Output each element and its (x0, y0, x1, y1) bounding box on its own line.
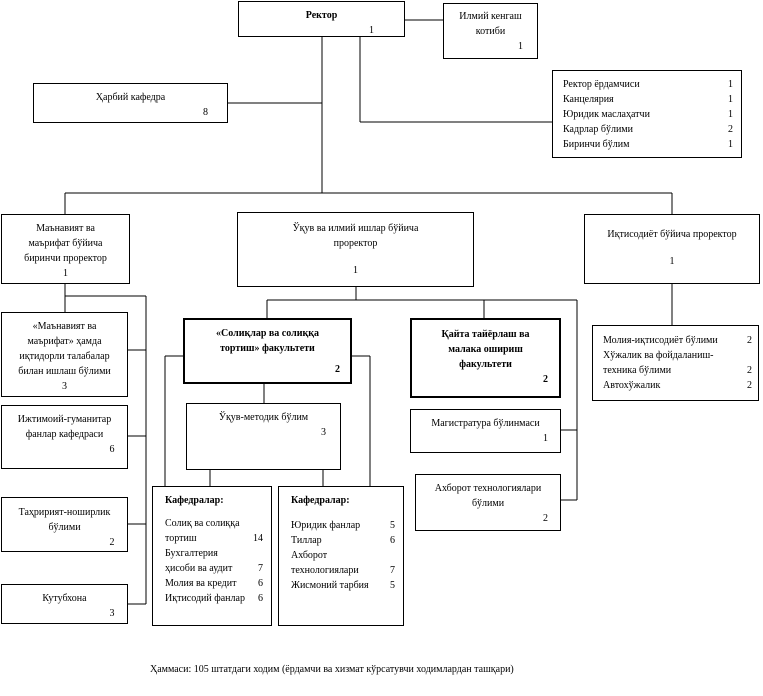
academic-line-1: Ўқув ва илмий ишлар бўйича (292, 223, 419, 234)
tax-faculty-box: «Солиқлар ва солиққа тортиш» факультети … (183, 318, 352, 384)
retraining-faculty-box: Қайта тайёрлаш ва малака ошириш факульте… (410, 318, 561, 398)
editorial-count: 2 (109, 537, 115, 548)
finance-row: Хўжалик ва фойдаланиш- (603, 350, 714, 361)
it-department-box: Ахборот технологиялари бўлими 2 (415, 474, 561, 531)
it-dept-line-2: бўлими (471, 498, 505, 509)
retrain-faculty-count: 2 (543, 374, 548, 385)
humanities-department-box: Ижтимоий-гуманитар фанлар кафедраси 6 (1, 405, 128, 469)
council-line-2: котиби (475, 26, 506, 37)
spiritual-count: 1 (63, 268, 68, 279)
academic-prorector-box: Ўқув ва илмий ишлар бўйича проректор 1 (237, 212, 474, 287)
it-dept-line-1: Ахборот технологиялари (434, 483, 542, 494)
methodic-title: Ўқув-методик бўлим (218, 412, 309, 423)
talent-line-1: «Маънавият ва (32, 321, 97, 332)
it-dept-count: 2 (543, 513, 548, 524)
library-box: Кутубхона 3 (1, 584, 128, 624)
military-department-box: Ҳарбий кафедра 8 (33, 83, 228, 123)
talent-line-2: маърифат» ҳамда (27, 336, 102, 347)
spiritual-line-1: Маънавият ва (36, 223, 95, 234)
spiritual-line-3: биринчи проректор (24, 253, 107, 264)
editorial-department-box: Таҳририят-ноширлик бўлими 2 (1, 497, 128, 552)
military-count: 8 (203, 107, 208, 118)
talent-department-box: «Маънавият ва маърифат» ҳамда иқтидорли … (1, 312, 128, 397)
departments-left-heading: Кафедралар: (165, 495, 224, 506)
retrain-faculty-line-1: Қайта тайёрлаш ва (441, 329, 530, 340)
talent-count: 3 (62, 381, 67, 392)
editorial-line-1: Таҳририят-ноширлик (18, 507, 111, 518)
department-row: Солиқ ва солиққа (165, 518, 240, 529)
rector-box: Ректор 1 (238, 1, 405, 37)
department-row: Бухгалтерия (165, 548, 218, 559)
economic-prorector-box: Иқтисодиёт бўйича проректор 1 (584, 214, 760, 284)
retrain-faculty-line-3: факультети (459, 359, 512, 370)
methodic-department-box: Ўқув-методик бўлим 3 (186, 403, 341, 470)
academic-line-2: проректор (333, 238, 378, 249)
retrain-faculty-line-2: малака ошириш (448, 344, 523, 355)
tax-faculty-line-2: тортиш» факультети (220, 343, 315, 354)
magistracy-title: Магистратура бўлинмаси (431, 418, 540, 429)
rector-title: Ректор (305, 10, 338, 21)
spiritual-prorector-box: Маънавият ва маърифат бўйича биринчи про… (1, 214, 130, 284)
council-secretary-box: Илмий кенгаш котиби 1 (443, 3, 538, 59)
academic-count: 1 (353, 265, 358, 276)
economic-line-1: Иқтисодиёт бўйича проректор (607, 229, 737, 240)
editorial-line-2: бўлими (48, 522, 81, 533)
tax-faculty-count: 2 (335, 364, 340, 375)
economic-count: 1 (669, 256, 675, 267)
council-line-1: Илмий кенгаш (459, 11, 522, 22)
staff-total-footer: Ҳаммаси: 105 штатдаги ходим (ёрдамчи ва … (150, 664, 514, 675)
talent-line-3: иқтидорли талабалар (19, 351, 110, 362)
military-title: Ҳарбий кафедра (95, 92, 166, 103)
departments-right-heading: Кафедралар: (291, 495, 350, 506)
talent-line-4: билан ишлаш бўлими (18, 366, 111, 377)
council-count: 1 (518, 41, 523, 52)
humanities-line-1: Ижтимоий-гуманитар (17, 414, 112, 425)
library-title: Кутубхона (42, 593, 87, 604)
spiritual-line-2: маърифат бўйича (28, 238, 103, 249)
rector-count: 1 (369, 25, 374, 36)
humanities-line-2: фанлар кафедраси (25, 429, 104, 440)
humanities-count: 6 (109, 444, 115, 455)
department-row: Ахборот (291, 550, 328, 561)
tax-faculty-line-1: «Солиқлар ва солиққа (216, 328, 319, 339)
magistracy-box: Магистратура бўлинмаси 1 (410, 409, 561, 453)
methodic-count: 3 (321, 427, 326, 438)
library-count: 3 (109, 608, 115, 619)
magistracy-count: 1 (543, 433, 548, 444)
